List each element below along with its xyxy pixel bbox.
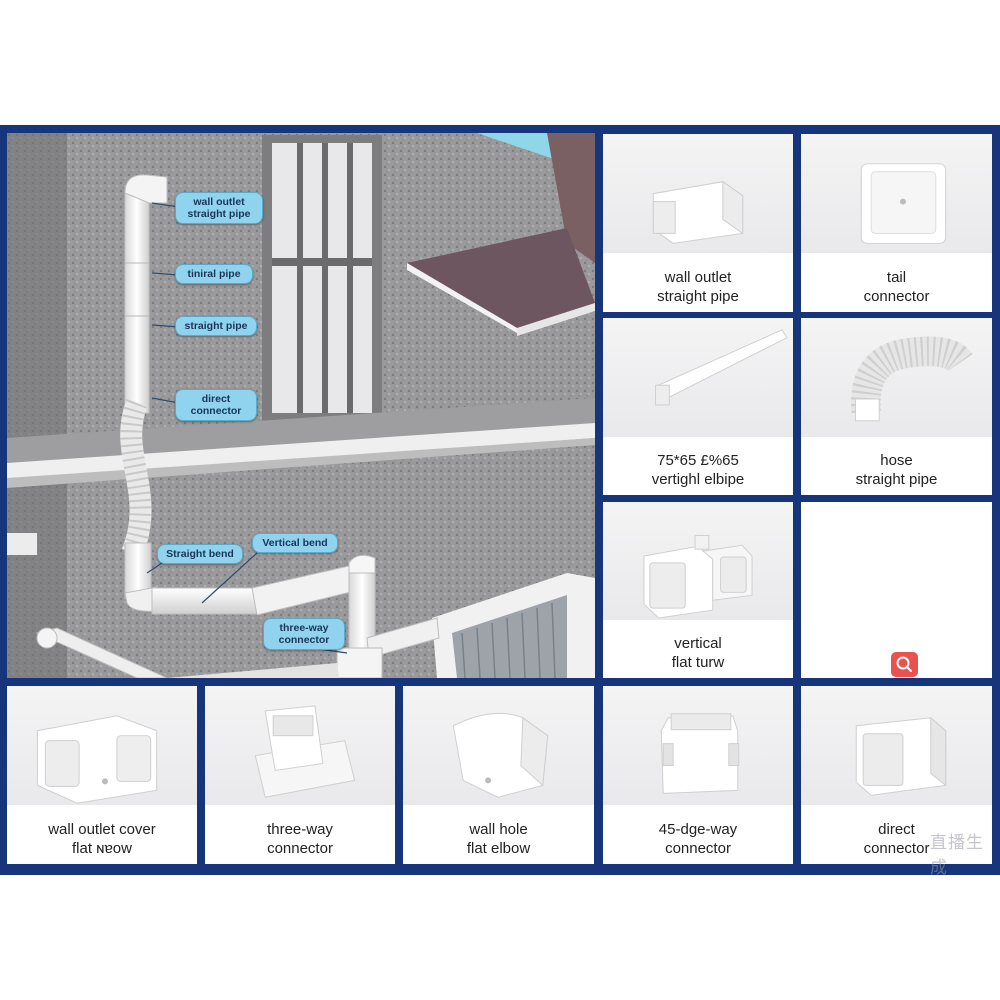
direct-connector-icon	[801, 686, 992, 806]
installation-illustration	[7, 133, 595, 678]
empty-product-card	[801, 502, 992, 678]
search-icon	[896, 656, 913, 673]
hose-straight-pipe-icon	[801, 318, 992, 437]
callout-straight-pipe: straight pipe	[175, 316, 257, 336]
three-way-connector-icon	[205, 686, 395, 806]
vertical-flat-turn-icon	[603, 502, 793, 620]
vertical-elbow-pipe-icon	[603, 318, 793, 437]
search-button[interactable]	[891, 652, 918, 677]
45-degree-connector-icon	[603, 686, 793, 806]
watermark: 直播生成	[930, 833, 984, 877]
callout-straight-bend: Straight bend	[157, 544, 243, 564]
callout-tiniral-pipe: tiniral pipe	[175, 264, 253, 284]
tail-connector-icon	[801, 134, 992, 254]
callout-vertical-bend: Vertical bend	[252, 533, 338, 553]
wall-outlet-straight-pipe-icon	[603, 134, 793, 254]
wall-hole-flat-elbow-icon	[403, 686, 594, 806]
wall-outlet-cover-icon	[7, 686, 197, 806]
